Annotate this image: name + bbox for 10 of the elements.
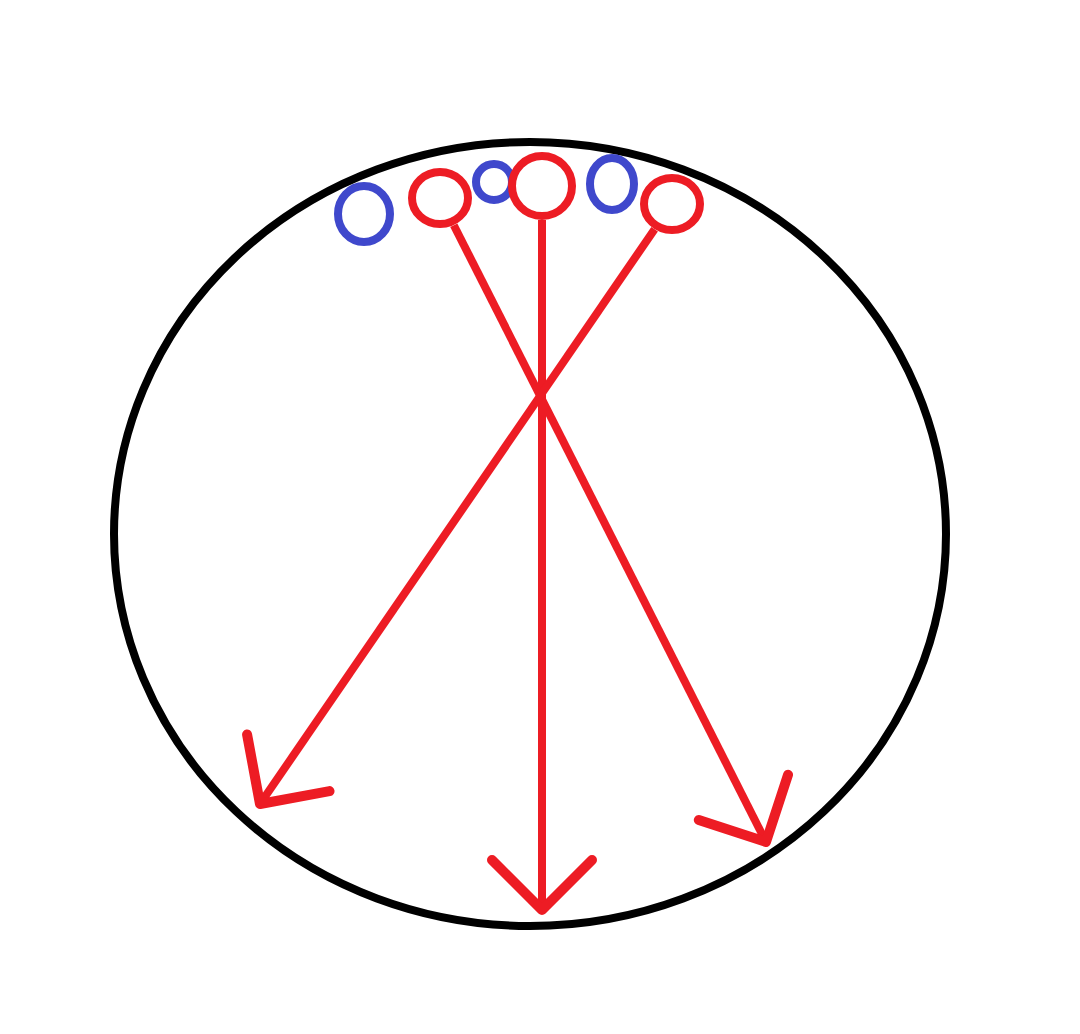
boundary-circle bbox=[110, 138, 950, 930]
ring bbox=[640, 174, 704, 234]
ring bbox=[408, 168, 472, 228]
ring bbox=[586, 154, 638, 214]
arrow bbox=[487, 220, 597, 915]
arrow bbox=[450, 223, 794, 847]
ring bbox=[508, 152, 576, 220]
arrow bbox=[242, 226, 658, 809]
ring bbox=[334, 182, 394, 246]
ring bbox=[472, 160, 516, 204]
